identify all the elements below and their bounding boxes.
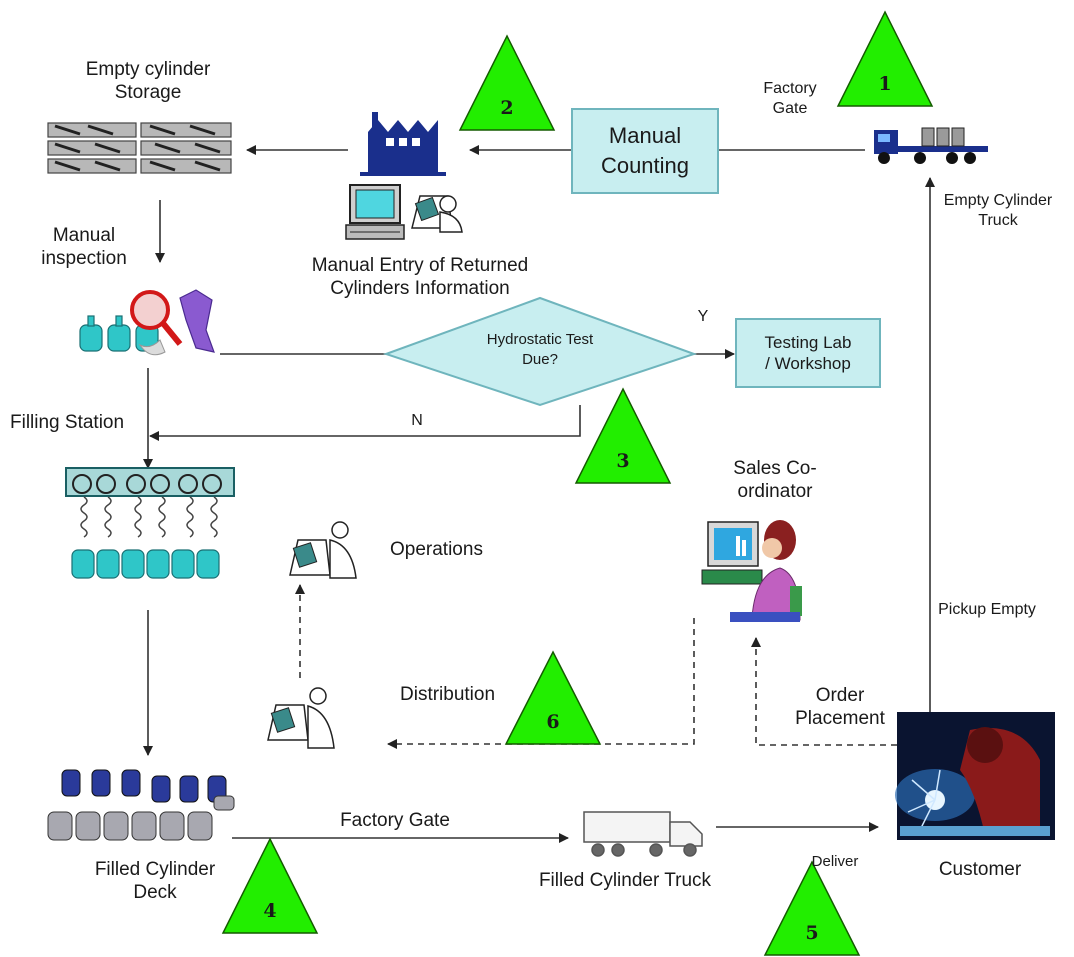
operations-label: Operations [390,539,483,560]
empty-storage-line2: Storage [114,82,182,103]
step-1-triangle [836,10,934,107]
testing-lab-line2: / Workshop [765,354,851,373]
step-2-number: 2 [500,97,514,119]
decision-line2: Due? [522,351,558,368]
filling-station-label: Filling Station [10,412,125,433]
step-6-number: 6 [546,711,560,733]
manual-inspection-line2: inspection [41,248,127,269]
step-1-number: 1 [878,73,892,95]
magnifier-icon [130,290,183,346]
factory-gate-top-line1: Factory [763,80,817,97]
no-label: N [411,412,423,429]
distribution-label: Distribution [400,684,496,705]
step-6-triangle [504,650,602,745]
clerk-icon [411,195,463,233]
step-5-number: 5 [805,922,819,944]
factory-gate-bottom-label: Factory Gate [340,810,450,831]
step-4-number: 4 [263,900,277,922]
manual-entry-label: Manual Entry of Returned Cylinders Infor… [270,254,570,300]
step-2-triangle [458,34,556,131]
sales-coordinator-line1: Sales Co- [733,458,817,479]
sales-to-distribution-dashed-arrow [387,618,695,749]
filled-truck-label: Filled Cylinder Truck [538,870,712,891]
empty-storage-label: Empty cylinder Storage [48,58,248,104]
order-placement-line2: Placement [795,708,885,729]
pickup-empty-label: Pickup Empty [938,601,1036,618]
order-placement-label: Order Placement [780,684,900,730]
empty-truck-line2: Truck [978,212,1018,229]
order-placement-line1: Order [815,685,865,706]
manual-entry-line2: Cylinders Information [330,278,510,299]
truck-icon [874,127,988,164]
order-placement-dashed-arrow [751,637,897,746]
inspection-icon [79,289,215,356]
manual-inspection-label: Manual inspection [24,224,144,270]
filled-deck-icon [47,769,235,841]
step-3-number: 3 [616,450,630,472]
filled-deck-line1: Filled Cylinder [94,859,216,880]
step-3-triangle [574,387,672,484]
step-triangles [221,10,934,956]
manual-inspection-line1: Manual [52,225,116,246]
sales-coordinator-line2: ordinator [737,481,813,502]
manual-entry-line1: Manual Entry of Returned [311,255,529,276]
step-5-triangle [763,860,861,956]
testing-lab-line1: Testing Lab [764,333,852,352]
decision-line1: Hydrostatic Test [486,331,594,348]
factory-gate-top-line2: Gate [772,100,808,117]
empty-storage-line1: Empty cylinder [85,59,211,80]
manual-counting-line1: Manual [608,123,682,148]
empty-truck-label: Empty Cylinder Truck [918,191,1074,231]
empty-storage-icon [47,122,232,174]
customer-label: Customer [938,859,1022,880]
filled-deck-label: Filled Cylinder Deck [70,858,240,904]
factory-gate-top-label: Factory Gate [740,79,840,119]
empty-truck-line1: Empty Cylinder [943,192,1053,209]
decision-text: Hydrostatic Test Due? [440,330,640,370]
operations-clerk-icon [289,521,357,579]
cylinder-rack-icon [65,467,235,579]
filled-truck-icon [583,811,703,857]
manual-counting-line2: Counting [600,153,690,178]
step-4-triangle [221,837,319,934]
welder-icon [895,712,1055,840]
connectors [143,145,935,843]
decision-diamond [382,296,698,407]
sales-woman-icon [701,520,802,622]
deliver-label: Deliver [811,853,859,870]
filled-deck-line2: Deck [133,882,177,903]
factory-icon [360,112,446,176]
decision-no-line [149,405,581,441]
manual-counting-box: Manual Counting [571,108,719,194]
computer-icon [345,184,405,240]
testing-lab-box: Testing Lab / Workshop [735,318,881,388]
yes-label: Y [697,308,709,325]
sales-coordinator-label: Sales Co- ordinator [710,457,840,503]
distribution-clerk-icon [267,687,335,749]
